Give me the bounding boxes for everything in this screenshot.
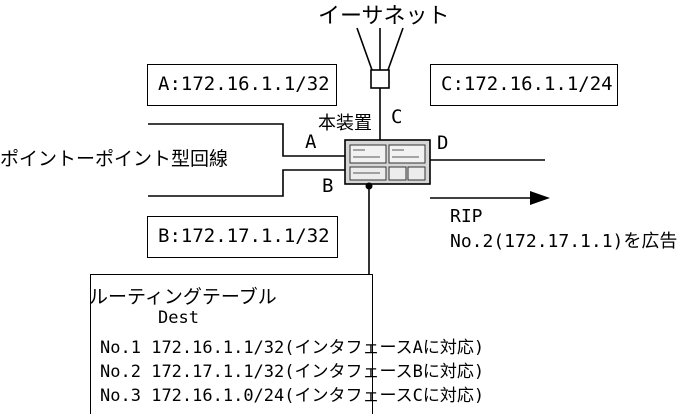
port-c-label: C [391, 106, 403, 128]
address-box-c: C:172.16.1.1/24 [430, 64, 618, 106]
table-row: No.2 172.17.1.1/32(インタフェースBに対応) [100, 357, 484, 382]
ethernet-label: イーサネット [318, 4, 450, 29]
rip-advert-text: No.2(172.17.1.1)を広告 [450, 231, 678, 252]
point-to-point-label: ポイントーポイント型回線 [0, 148, 229, 170]
routing-table-header-dest: Dest [158, 308, 199, 328]
transceiver-box [370, 69, 390, 89]
port-b-line [148, 169, 345, 197]
ethernet-branch-lines [356, 27, 404, 71]
row-note: (インタフェースBに対応) [284, 362, 485, 382]
routing-table: ルーティングテーブル Dest No.1 172.16.1.1/32(インタフェ… [89, 274, 484, 414]
port-a-label: A [305, 131, 317, 153]
routing-table-title: ルーティングテーブル [89, 286, 277, 308]
row-dest: 172.16.1.0/24 [151, 386, 285, 406]
address-box-a: A:172.16.1.1/32 [147, 64, 337, 106]
table-row: No.1 172.16.1.1/32(インタフェースAに対応) [100, 333, 484, 358]
row-dest: 172.17.1.1/32 [151, 362, 285, 382]
port-a-line [148, 123, 345, 157]
row-number: No.2 [100, 362, 141, 382]
row-note: (インタフェースCに対応) [284, 386, 485, 406]
device-label: 本装置 [318, 113, 372, 134]
network-diagram-lines [148, 27, 550, 274]
table-row: No.3 172.16.1.0/24(インタフェースCに対応) [100, 381, 484, 406]
rip-arrow-head [530, 191, 550, 205]
port-b-label: B [322, 175, 334, 197]
port-d-label: D [437, 132, 449, 154]
row-note: (インタフェースAに対応) [284, 338, 485, 358]
router-device [344, 139, 431, 185]
rip-title: RIP [450, 206, 483, 227]
address-box-b: B:172.17.1.1/32 [147, 216, 338, 258]
row-number: No.1 [100, 338, 141, 358]
row-dest: 172.16.1.1/32 [151, 338, 285, 358]
row-number: No.3 [100, 386, 141, 406]
